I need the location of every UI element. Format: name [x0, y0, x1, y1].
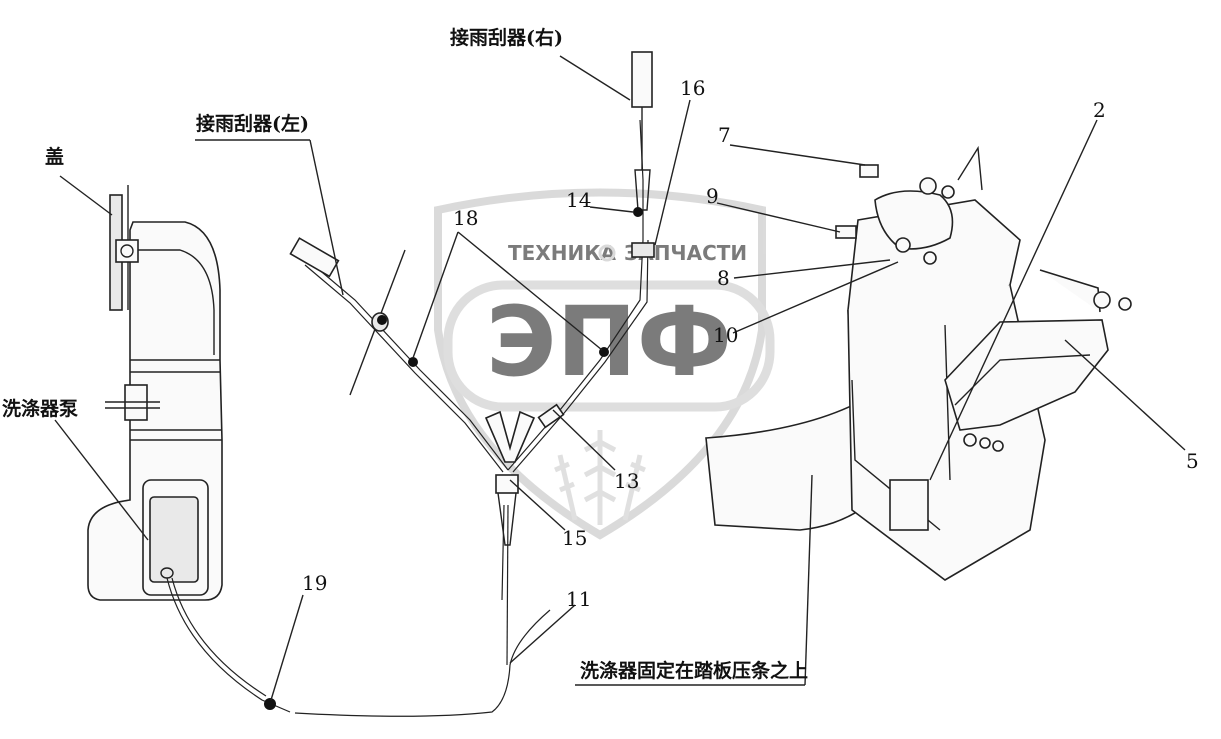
- labels: 接雨刮器(右) 接雨刮器(左) 盖 洗涤器泵 洗涤器固定在踏板压条之上 16 1…: [2, 26, 1199, 682]
- part-number-11: 11: [566, 587, 591, 611]
- part-number-10: 10: [713, 323, 738, 347]
- watermark-shield: [434, 188, 766, 540]
- part-number-14: 14: [566, 188, 591, 212]
- part-number-2: 2: [1093, 98, 1106, 122]
- clip-dot: [377, 315, 387, 325]
- part-number-8: 8: [717, 266, 730, 290]
- clip-dot: [633, 207, 643, 217]
- washer-reservoir-assembly: [705, 145, 1132, 581]
- watermark-wheat-icon: [554, 430, 646, 525]
- right-wiper-connector: [631, 51, 653, 108]
- label-washer-pump: 洗涤器泵: [2, 397, 78, 420]
- watermark-top-left-text: ТЕХНИКА: [508, 241, 617, 265]
- clip-dot: [264, 698, 276, 710]
- part-number-15: 15: [562, 526, 587, 550]
- hose-left-wiper: [309, 261, 509, 471]
- left-wiper-connector: [289, 237, 340, 278]
- part-number-16: 16: [680, 76, 705, 100]
- part-number-18: 18: [453, 206, 478, 230]
- reservoir-top-curve: [133, 249, 215, 355]
- hose-11: [294, 609, 551, 717]
- part-number-9: 9: [706, 184, 719, 208]
- gear-icon: [598, 244, 616, 262]
- label-washer-mount-note: 洗涤器固定在踏板压条之上: [580, 659, 808, 682]
- label-wiper-left: 接雨刮器(左): [196, 112, 309, 135]
- part-number-7: 7: [718, 123, 731, 147]
- hose-clamp-15: [495, 474, 519, 494]
- label-cover: 盖: [45, 145, 64, 168]
- washer-pump-assembly: [87, 185, 223, 601]
- part-number-5: 5: [1186, 449, 1199, 473]
- clip-dot: [408, 357, 418, 367]
- watermark-logo-text: ЭПФ: [486, 286, 732, 398]
- part-number-13: 13: [614, 469, 639, 493]
- watermark-logo-box: [443, 280, 775, 412]
- label-wiper-right: 接雨刮器(右): [450, 26, 563, 49]
- reservoir-cap: [874, 190, 954, 250]
- leader-lines: [54, 55, 1186, 701]
- part-number-19: 19: [302, 571, 327, 595]
- mount-bracket-5: [944, 319, 1109, 431]
- hose-pump-outlet: [166, 577, 291, 713]
- y-fitting: [484, 410, 536, 463]
